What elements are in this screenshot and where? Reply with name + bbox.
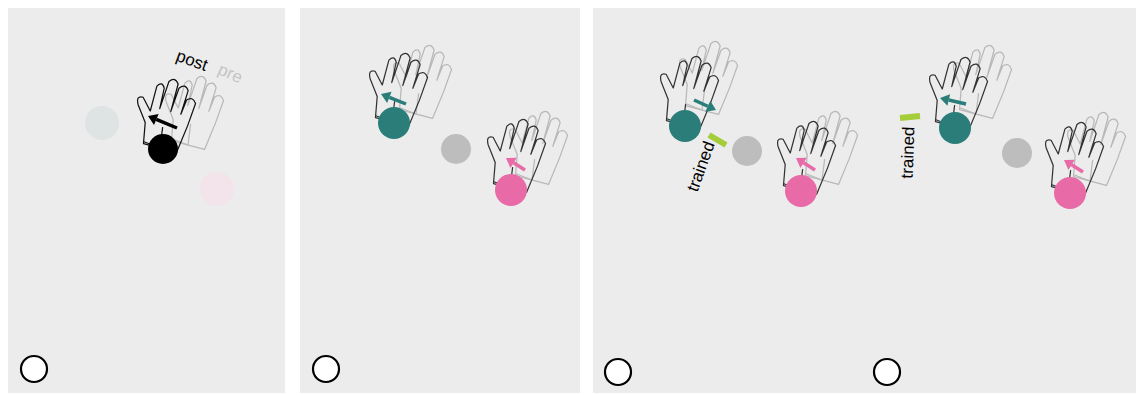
start-circle — [605, 359, 631, 385]
post-label: post — [174, 47, 210, 74]
shift-arrow — [381, 92, 406, 104]
shift-arrow — [796, 158, 815, 170]
target-pink — [495, 174, 527, 206]
hand-outline — [669, 34, 742, 116]
start-circle — [21, 356, 47, 382]
panel-background — [300, 8, 580, 393]
target-teal — [378, 107, 410, 139]
trained-marker — [900, 116, 920, 118]
faint-target — [85, 106, 119, 140]
target-grey — [441, 134, 471, 164]
target-teal — [939, 112, 971, 144]
target-teal — [669, 110, 701, 142]
trained-label: trained — [899, 126, 918, 179]
shift-arrow — [1064, 160, 1083, 172]
target-grey — [732, 136, 762, 166]
shift-arrow — [694, 100, 716, 112]
start-circle — [313, 356, 339, 382]
target-pink — [785, 175, 817, 207]
shift-arrow — [148, 114, 177, 128]
trained-label: trained — [684, 139, 718, 194]
faint-target — [200, 172, 234, 206]
panel-background — [8, 8, 285, 393]
hand-position — [148, 134, 178, 164]
target-pink — [1054, 177, 1086, 209]
pre-label: pre — [215, 60, 244, 86]
target-grey — [1002, 138, 1032, 168]
start-circle — [874, 359, 900, 385]
shift-arrow — [506, 158, 525, 170]
shift-arrow — [940, 94, 966, 106]
panel-background — [593, 8, 1136, 393]
